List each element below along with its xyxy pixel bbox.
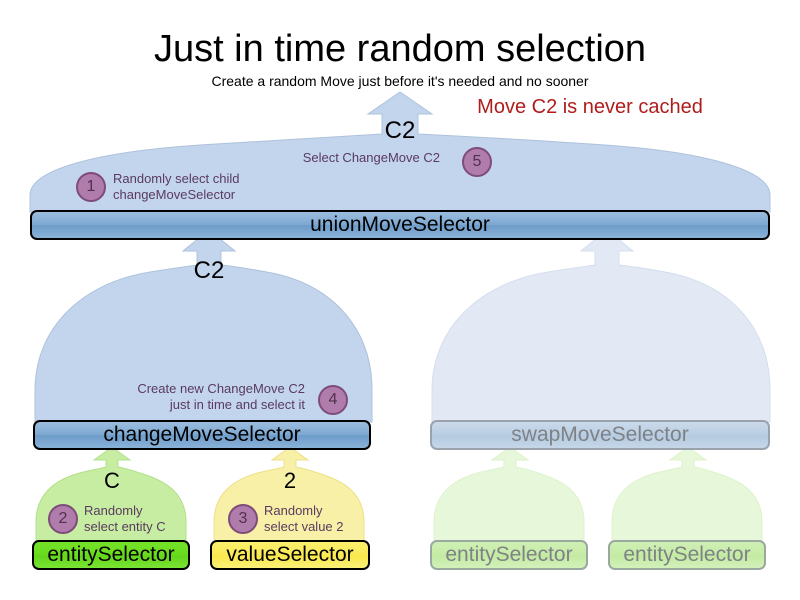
page-title: Just in time random selection (153, 28, 647, 70)
node-entity-selector[interactable]: entitySelector (32, 540, 190, 570)
node-swap-entity-selector-right[interactable]: entitySelector (608, 540, 766, 570)
callout-never-cached: Move C2 is never cached (477, 96, 703, 118)
step-1-badge: 1 (76, 172, 106, 202)
step-3-badge: 3 (228, 504, 258, 534)
dome-union-to-top (29, 91, 771, 213)
node-swap-entity-selector-left[interactable]: entitySelector (430, 540, 588, 570)
step-5-badge: 5 (462, 147, 492, 177)
flow-label-top: C2 (384, 117, 416, 144)
step-4-note: Create new ChangeMove C2 just in time an… (137, 381, 305, 412)
step-2-badge: 2 (48, 504, 78, 534)
node-value-selector[interactable]: valueSelector (210, 540, 370, 570)
step-4-badge: 4 (318, 385, 348, 415)
flow-label-change: C2 (193, 257, 225, 284)
dome-swap-entity-left (433, 446, 585, 544)
page-subtitle: Create a random Move just before it's ne… (211, 73, 589, 89)
node-change-move-selector[interactable]: changeMoveSelector (33, 420, 371, 450)
dome-swap-to-union (431, 229, 771, 423)
node-union-move-selector[interactable]: unionMoveSelector (30, 210, 770, 240)
dome-swap-entity-right (611, 446, 763, 544)
dome-change-to-union (34, 229, 373, 423)
step-3-note: Randomly select value 2 (264, 503, 344, 534)
flow-label-entity: C (104, 468, 120, 493)
step-1-note: Randomly select child changeMoveSelector (113, 171, 240, 202)
step-5-note: Select ChangeMove C2 (302, 150, 440, 165)
node-swap-move-selector[interactable]: swapMoveSelector (430, 420, 770, 450)
flow-label-value: 2 (283, 468, 297, 493)
step-2-note: Randomly select entity C (84, 503, 166, 534)
